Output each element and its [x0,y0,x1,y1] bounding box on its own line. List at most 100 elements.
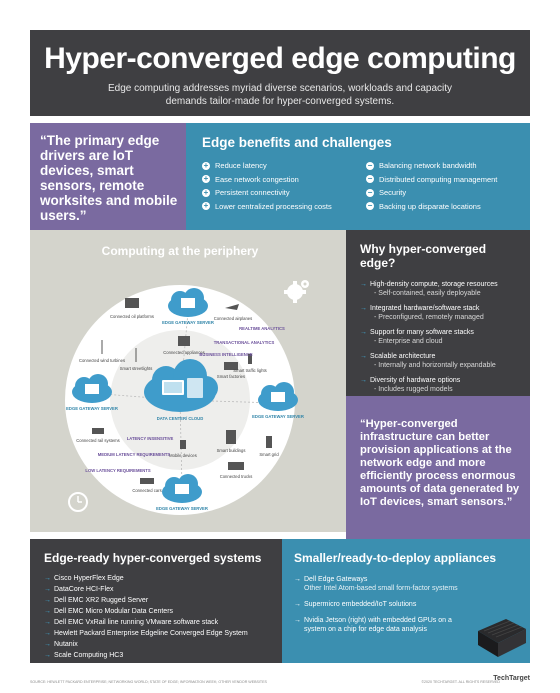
device-label: Smart traffic lights [233,368,266,373]
gateway-label: EDGE GATEWAY SERVER [156,506,208,511]
device-label: Connected trucks [220,474,253,479]
gateway-label: EDGE GATEWAY SERVER [252,414,304,419]
footer: SOURCE: HEWLETT PACKARD ENTERPRISE; NETW… [30,666,530,686]
benefit-item: +Persistent connectivity [202,187,290,198]
why-item: →Integrated hardware/software stack- Pre… [360,305,484,321]
minus-icon: − [366,201,374,211]
device-icons [92,298,272,484]
device-label: Smart streetlights [120,366,153,371]
annotation-label: LATENCY INSENSITIVE [127,436,174,441]
periphery-diagram: DATA CENTER/ CLOUD EDGE GATEWAY SERVER E… [65,280,309,515]
ready-item: →Dell EMC Micro Modular Data Centers [44,608,174,615]
why-item: →Support for many software stacks- Enter… [360,329,474,345]
device-label: Connected airplanes [214,316,252,321]
annotation-label: MEDIUM LATENCY REQUIREMENTS [98,452,171,457]
benefits-challenges-box: Edge benefits and challenges +Reduce lat… [186,123,530,230]
clock-icon [68,492,88,512]
ready-list: →Cisco HyperFlex Edge →DataCore HCI-Flex… [44,573,248,661]
gateway-cloud-right [258,382,298,411]
page-subtitle: Edge computing addresses myriad diverse … [107,83,453,107]
arrow-icon: → [44,608,51,615]
periphery-diagram-panel: DATA CENTER/ CLOUD EDGE GATEWAY SERVER E… [30,230,346,532]
center-label: DATA CENTER/ CLOUD [157,416,203,421]
arrow-icon: → [360,353,367,360]
arrow-icon: → [44,586,51,593]
appliances-title: Smaller/ready-to-deploy appliances [294,551,497,565]
periphery-title: Computing at the periphery [101,244,259,258]
quote-box-infrastructure: “Hyper-converged infrastructure can bett… [346,396,530,539]
challenge-item: −Distributed computing management [366,174,498,184]
annotation-label: BUSINESS INTELLIGENCE [199,352,252,357]
quote-text: “The primary edge drivers are IoT device… [40,133,178,223]
minus-icon: − [366,160,374,170]
arrow-icon: → [44,597,51,604]
benefit-item: +Ease network congestion [202,174,299,184]
edge-ready-systems-box: Edge-ready hyper-converged systems →Cisc… [30,539,282,663]
ready-item: →DataCore HCI-Flex [44,586,114,593]
arrow-icon: → [44,641,51,648]
arrow-icon: → [360,281,367,288]
benefit-item: +Lower centralized processing costs [202,201,332,211]
device-label: Connected oil platforms [110,314,154,319]
gateway-cloud-bottom [162,474,202,503]
benefits-list: +Reduce latency +Ease network congestion… [202,159,332,213]
airplane-icon [225,304,239,310]
why-hyperconverged-box: Why hyper-converged edge? →High-density … [346,230,530,396]
why-item: →Diversity of hardware options- Includes… [360,377,461,393]
gateway-label: EDGE GATEWAY SERVER [162,320,214,325]
techtarget-logo: TechTarget [493,675,530,682]
device-label: Smart buildings [217,448,246,453]
rail-icon [92,428,104,434]
ready-item: →Cisco HyperFlex Edge [44,575,124,582]
why-list: →High-density compute, storage resources… [360,280,526,400]
appliance-item: →Supermicro embedded/IoT solutions [294,601,417,608]
appliance-item: →Nvidia Jetson (right) with embedded GPU… [294,617,452,633]
arrow-icon: → [44,619,51,626]
page-title: Hyper-converged edge computing [44,42,516,75]
arrow-icon: → [360,329,367,336]
grid-icon [266,436,272,448]
gateway-label: EDGE GATEWAY SERVER [66,406,118,411]
quote-text: “Hyper-converged infrastructure can bett… [360,418,520,508]
why-title: Why hyper-converged edge? [360,242,487,270]
gateway-cloud-left [72,374,112,403]
appliances-box: Smaller/ready-to-deploy appliances →Dell… [282,539,530,663]
factory-icon [224,362,238,370]
arrow-icon: → [44,652,51,659]
plus-icon: + [202,201,210,211]
annotation-label: REALTIME ANALYTICS [239,326,285,331]
device-label: Smart factories [217,374,245,379]
annotation-label: LOW LATENCY REQUIREMENTS [85,468,150,473]
minus-icon: − [366,174,374,184]
gateway-cloud-top [168,288,208,317]
ready-item: →Dell EMC VxRail line running VMware sof… [44,619,219,626]
header-banner: Hyper-converged edge computing Edge comp… [30,30,530,116]
building-icon [226,430,236,444]
gear-icon [284,280,309,303]
arrow-icon: → [294,576,301,583]
device-label: Connected cars [132,488,161,493]
ready-item: →Nutanix [44,641,78,648]
ready-item: →Hewlett Packard Enterprise Edgeline Con… [44,630,248,637]
appliance-icon [178,336,190,346]
minus-icon: − [366,187,374,197]
benefits-title: Edge benefits and challenges [202,135,392,150]
ready-item: →Scale Computing HC3 [44,652,124,659]
challenge-item: −Backing up disparate locations [366,201,481,211]
challenge-item: −Security [366,187,407,198]
arrow-icon: → [360,305,367,312]
ready-title: Edge-ready hyper-converged systems [44,551,262,565]
plus-icon: + [202,174,210,184]
quote-box-drivers: “The primary edge drivers are IoT device… [30,123,186,230]
device-label: Mobile devices [169,453,197,458]
arrow-icon: → [44,575,51,582]
footer-copyright: ©2020 TECHTARGET. ALL RIGHTS RESERVED [421,680,500,684]
device-label: Smart grid [259,452,279,457]
traffic-light-icon [248,354,252,364]
ready-item: →Dell EMC XR2 Rugged Server [44,597,149,604]
why-item: →Scalable architecture- Internally and h… [360,353,496,369]
benefit-item: +Reduce latency [202,160,267,171]
challenges-list: −Balancing network bandwidth −Distribute… [366,159,497,213]
